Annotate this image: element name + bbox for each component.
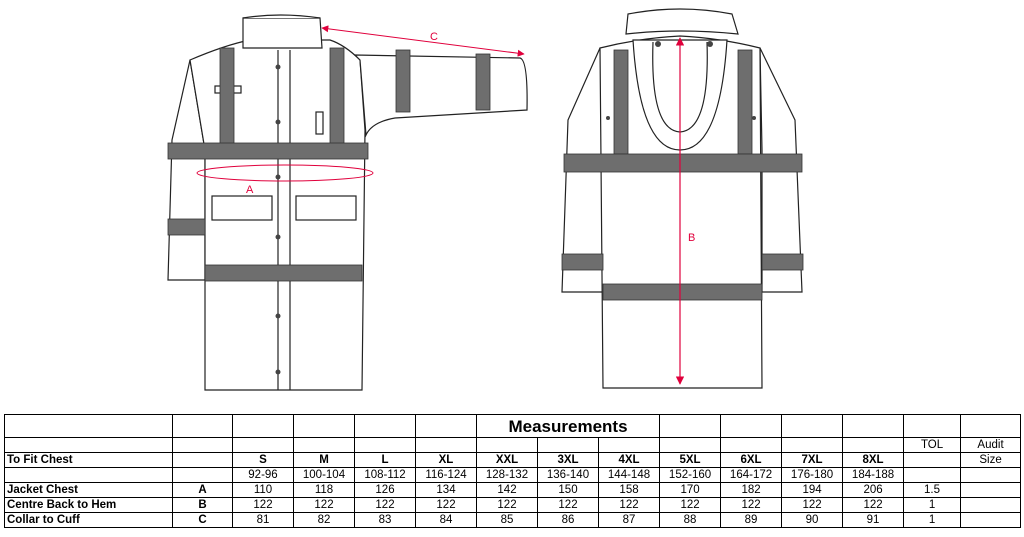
tolerance-value: 1 (903, 512, 962, 528)
label-a: A (246, 184, 254, 196)
size-header: 5XL (659, 452, 722, 468)
measurement-value: 122 (476, 497, 538, 513)
jacket-back-view (561, 8, 803, 389)
chest-range-cell: 144-148 (597, 467, 661, 483)
measurement-value: 194 (781, 482, 844, 498)
measurement-value: 88 (659, 512, 722, 528)
measurement-value: 83 (354, 512, 416, 528)
measurement-value: 87 (597, 512, 661, 528)
chest-range-cell: 176-180 (781, 467, 844, 483)
measurement-value: 82 (293, 512, 355, 528)
measurement-value: 122 (415, 497, 477, 513)
measurement-value: 86 (537, 512, 599, 528)
measurement-value: 122 (293, 497, 355, 513)
audit-size-header: Size (960, 452, 1022, 468)
measurement-label: Jacket Chest (4, 482, 173, 498)
collar-to-cuff-measurement-c: C (321, 25, 525, 57)
measurement-value: 150 (537, 482, 599, 498)
size-header: L (354, 452, 416, 468)
measurement-value: 134 (415, 482, 477, 498)
measurement-value: 206 (842, 482, 905, 498)
chest-range-cell: 116-124 (415, 467, 477, 483)
chest-range-cell: 92-96 (232, 467, 294, 483)
size-header: 8XL (842, 452, 905, 468)
measurement-value: 122 (781, 497, 844, 513)
tolerance-value: 1.5 (903, 482, 962, 498)
measurement-value: 89 (720, 512, 783, 528)
measurement-value: 118 (293, 482, 355, 498)
tol-header: TOL (903, 437, 962, 453)
garment-technical-drawing: A C B (167, 8, 804, 391)
hood-toggle-icons (606, 41, 756, 120)
measurement-code: C (172, 512, 233, 528)
measurement-code: B (172, 497, 233, 513)
label-c: C (430, 31, 438, 43)
chest-range-cell: 184-188 (842, 467, 905, 483)
measurement-value: 122 (842, 497, 905, 513)
measurement-value: 91 (842, 512, 905, 528)
back-length-measurement-b: B (675, 37, 695, 385)
chest-measurement-a: A (196, 164, 374, 196)
measurement-value: 85 (476, 512, 538, 528)
measurement-value: 122 (659, 497, 722, 513)
tol-header-row: TOL Audit (4, 437, 1022, 453)
measurement-value: 122 (720, 497, 783, 513)
size-header: 4XL (597, 452, 661, 468)
empty-cell (903, 452, 962, 468)
label-b: B (688, 232, 695, 244)
front-reflective-tape (167, 47, 491, 282)
measurement-value: 122 (597, 497, 661, 513)
measurement-label: Centre Back to Hem (4, 497, 173, 513)
chest-range-cell: 100-104 (293, 467, 355, 483)
measurement-label: Collar to Cuff (4, 512, 173, 528)
size-header: 7XL (781, 452, 844, 468)
fit-chest-label: To Fit Chest (4, 452, 173, 468)
measurement-value: 182 (720, 482, 783, 498)
measurement-value: 122 (537, 497, 599, 513)
measurement-value: 126 (354, 482, 416, 498)
size-header: XXL (476, 452, 538, 468)
tolerance-value: 1 (903, 497, 962, 513)
front-buttons (275, 64, 281, 375)
audit-cell (960, 512, 1022, 528)
audit-cell (960, 497, 1022, 513)
measurement-value: 122 (354, 497, 416, 513)
table-title: Measurements (475, 414, 661, 438)
measurement-value: 110 (232, 482, 294, 498)
measurement-value: 90 (781, 512, 844, 528)
size-header: 3XL (537, 452, 599, 468)
audit-cell (960, 482, 1022, 498)
chest-range-cell: 108-112 (354, 467, 416, 483)
measurement-code: A (172, 482, 233, 498)
size-header: 6XL (720, 452, 783, 468)
measurement-value: 170 (659, 482, 722, 498)
measurement-value: 84 (415, 512, 477, 528)
title-row: Measurements (4, 414, 1022, 438)
audit-header: Audit (960, 437, 1022, 453)
size-header: S (232, 452, 294, 468)
chest-range-cell: 136-140 (537, 467, 599, 483)
chest-range-cell: 164-172 (720, 467, 783, 483)
size-header: M (293, 452, 355, 468)
chest-range-cell: 152-160 (659, 467, 722, 483)
measurement-value: 122 (232, 497, 294, 513)
measurement-value: 81 (232, 512, 294, 528)
chest-range-cell: 128-132 (476, 467, 538, 483)
measurement-value: 142 (476, 482, 538, 498)
measurement-value: 158 (597, 482, 661, 498)
size-header: XL (415, 452, 477, 468)
